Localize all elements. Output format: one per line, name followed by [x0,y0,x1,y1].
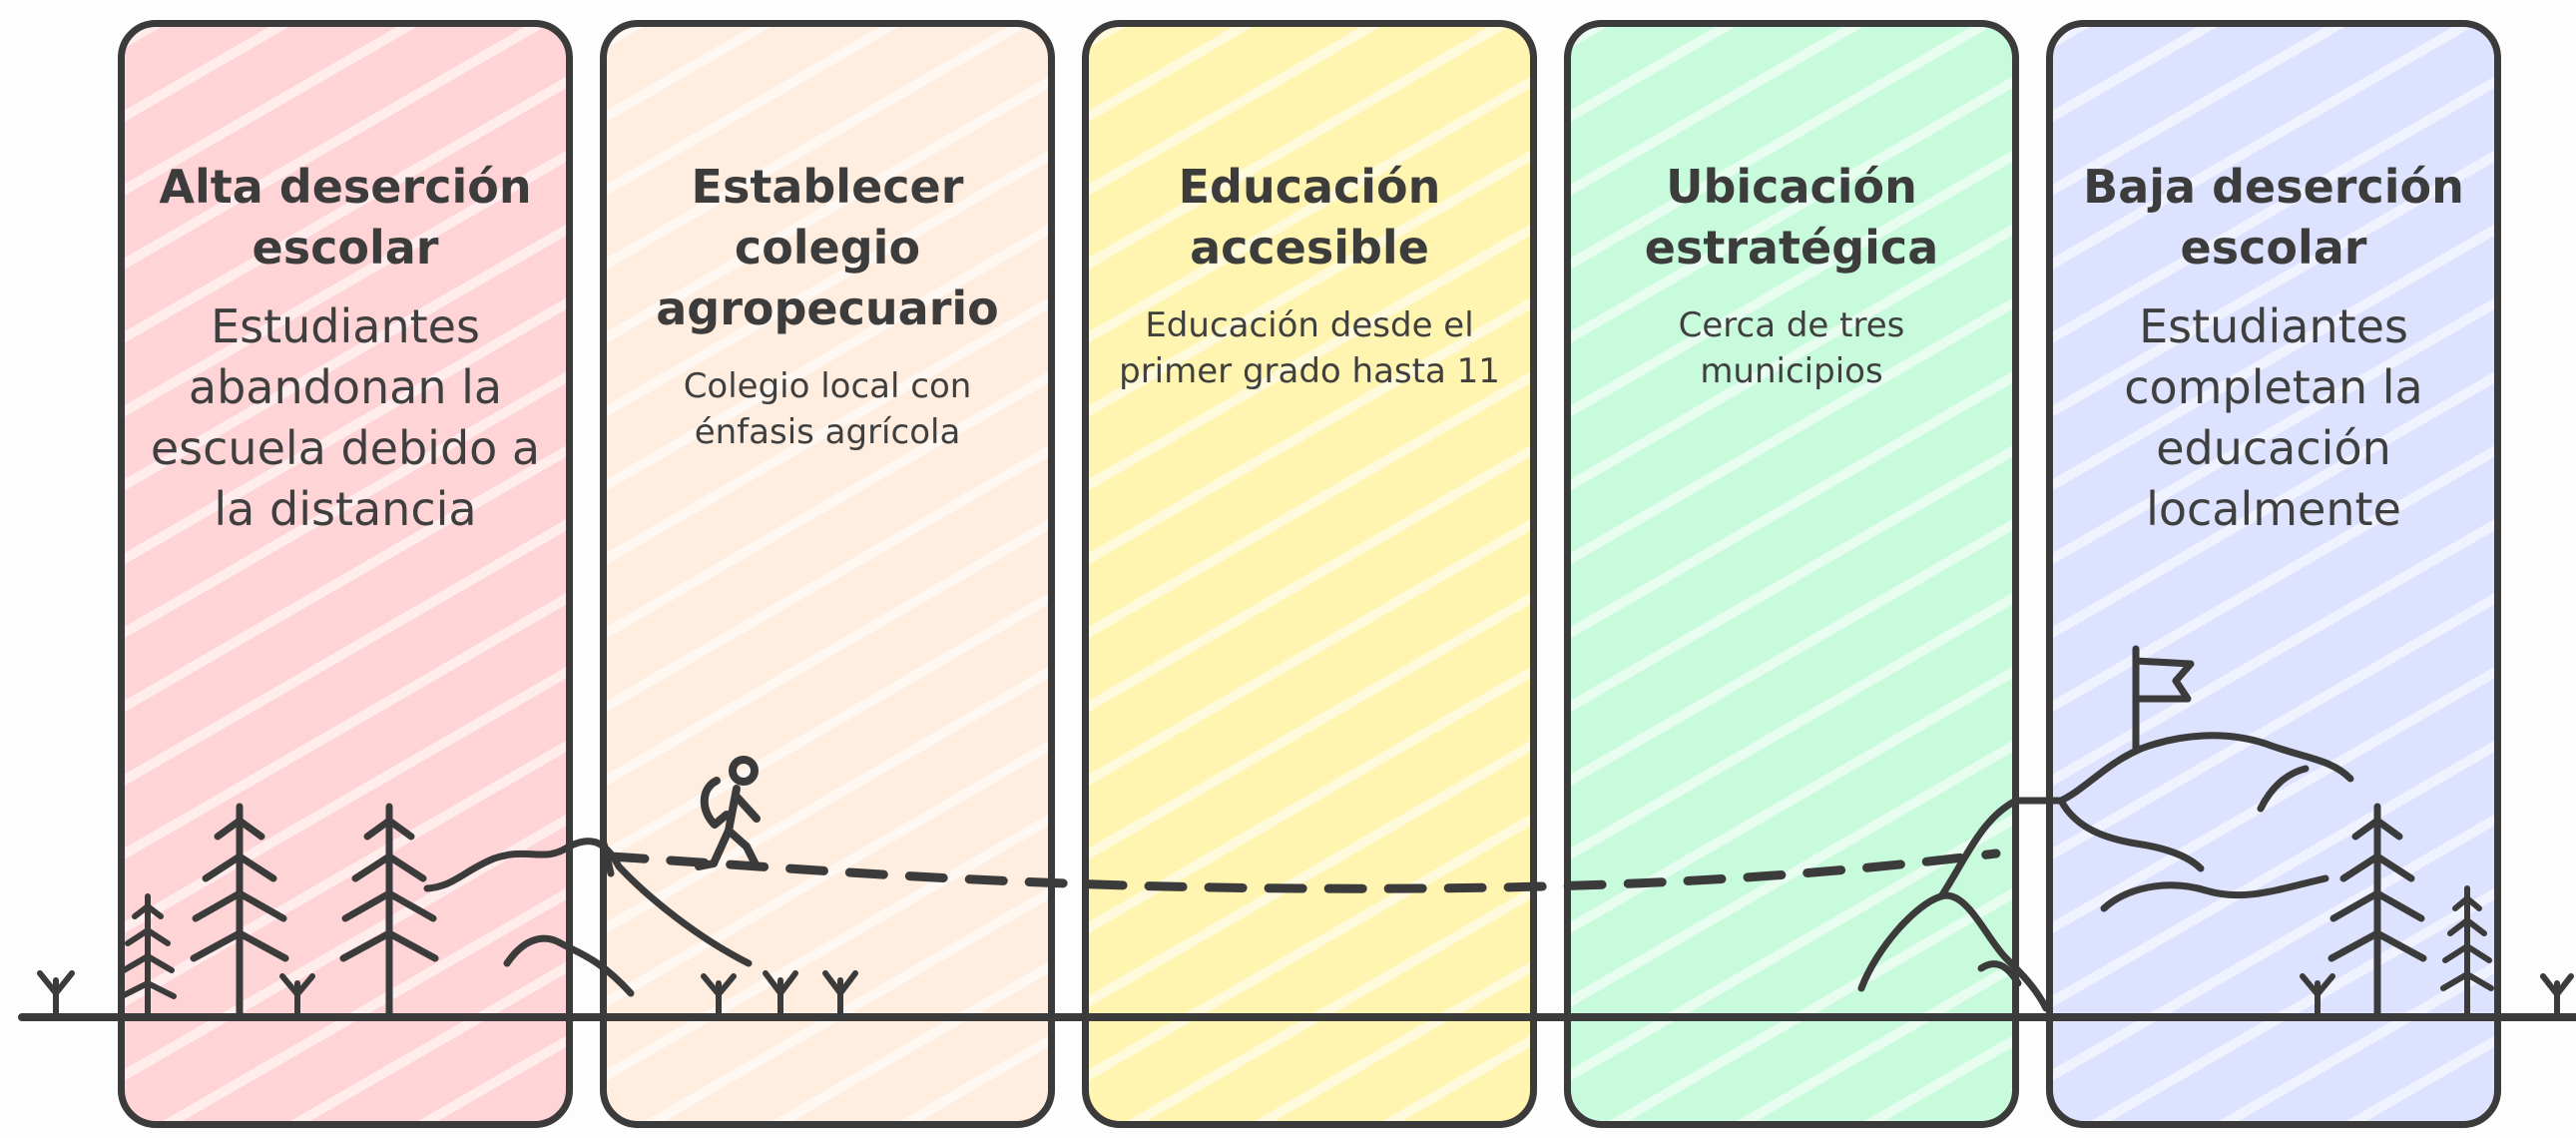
pine-tree-icon [119,893,177,1016]
stage-title: Alta deserción escolar [159,160,532,275]
stage-description: Colegio local con énfasis agrícola [683,366,972,452]
stage-description: Cerca de tres municipios [1678,305,1905,391]
stage-title: Ubicación estratégica [1644,160,1939,275]
stage-description: Estudiantes abandonan la escuela debido … [150,299,541,536]
hiker-icon [695,756,761,870]
stage-title: Establecer colegio agropecuario [656,160,999,335]
pine-tree-icon [339,803,439,1017]
stage-title: Educación accesible [1178,160,1441,275]
dashed-path [606,849,2001,893]
stage-title: Baja deserción escolar [2083,160,2464,275]
pine-tree-icon [190,803,289,1017]
stage-description: Estudiantes completan la educación local… [2124,299,2423,536]
grass-sprout-icon [37,970,2574,1016]
mountain-with-flag-icon [1857,645,2354,1012]
pine-tree-icon [2327,803,2427,1017]
pine-tree-icon [2440,885,2494,1016]
stage-description: Educación desde el primer grado hasta 11 [1119,305,1500,391]
